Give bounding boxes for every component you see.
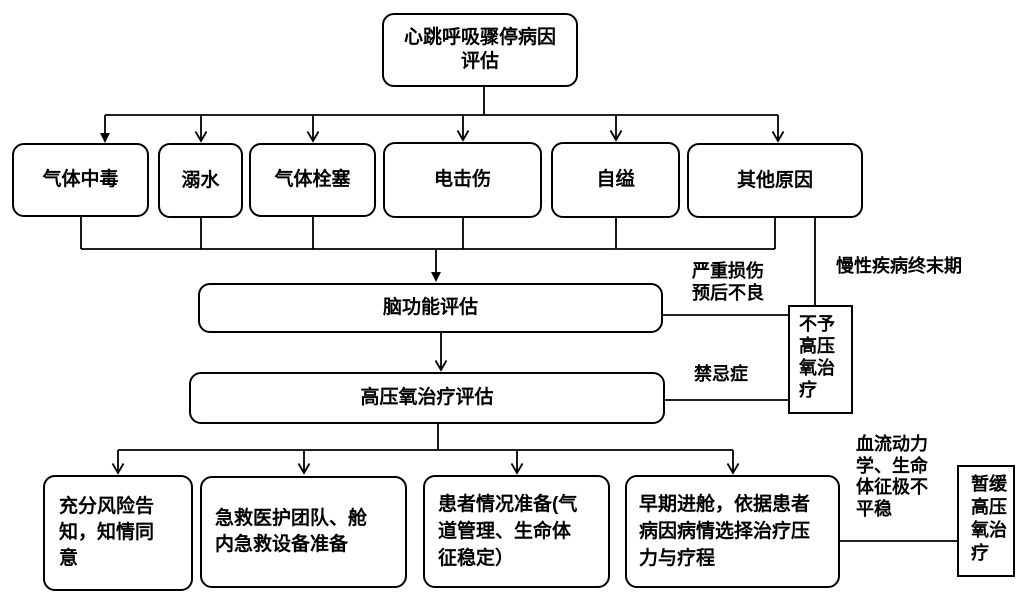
node-other-causes: 其他原因 — [687, 143, 863, 218]
node-early-cabin-entry: 早期进舱，依据患者 病因病情选择治疗压 力与疗程 — [625, 475, 840, 588]
node-gas-embolism: 气体栓塞 — [249, 143, 376, 217]
node-patient-condition-preparation: 患者情况准备(气 道管理、生命体 征稳定） — [423, 475, 610, 588]
node-risk-informed-consent: 充分风险告 知，知情同 意 — [43, 475, 193, 591]
node-gas-poisoning: 气体中毒 — [12, 143, 149, 217]
label-severe-injury-poor-prognosis: 严重损伤 预后不良 — [692, 261, 764, 303]
node-hanging: 自缢 — [551, 142, 680, 218]
node-no-hbo-therapy: 不予 高压 氧治 疗 — [788, 305, 853, 414]
label-chronic-disease-end-stage: 慢性疾病终末期 — [836, 256, 962, 276]
node-drowning: 溺水 — [158, 143, 243, 218]
node-electric-shock: 电击伤 — [383, 142, 542, 218]
label-contraindication: 禁忌症 — [694, 364, 748, 384]
node-emergency-team-equipment: 急救医护团队、舱 内急救设备准备 — [200, 476, 407, 588]
node-postpone-hbo-therapy: 暂缓 高压 氧治 疗 — [957, 465, 1015, 577]
node-hbo-therapy-assessment: 高压氧治疗评估 — [189, 372, 665, 424]
label-unstable-hemodynamics: 血流动力 学、生命 体征极不 平稳 — [856, 434, 928, 519]
node-brain-function-assessment: 脑功能评估 — [198, 283, 663, 333]
node-cardiac-arrest-cause-assessment: 心跳呼吸骤停病因 评估 — [382, 13, 578, 87]
